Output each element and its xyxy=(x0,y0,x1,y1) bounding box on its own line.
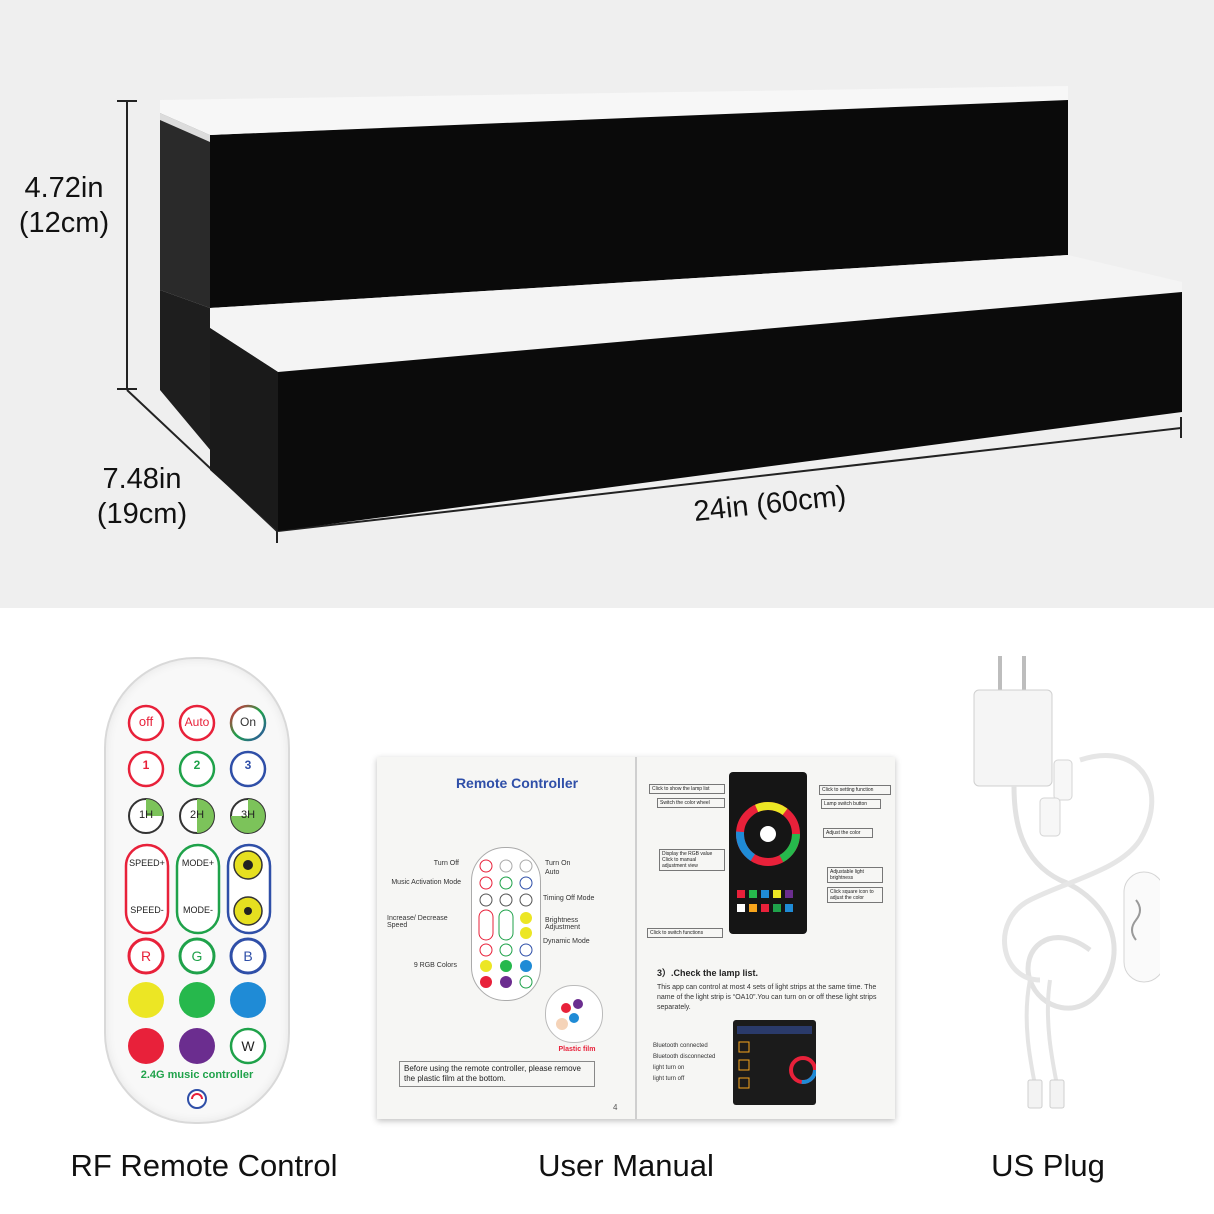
app-callout-5: Display the RGB value Click to manual ad… xyxy=(659,849,725,871)
us-plug-illustration xyxy=(973,656,1160,1109)
callout-turn-on: Turn On xyxy=(545,860,571,867)
button-off xyxy=(127,704,165,742)
manual-left-title: Remote Controller xyxy=(455,775,579,791)
depth-dimension-label: 7.48in (19cm) xyxy=(86,462,198,532)
lamp-list-screenshot xyxy=(733,1020,817,1105)
manual-section-body: This app can control at most 4 sets of l… xyxy=(657,984,877,1011)
callout-speed: Increase/ Decrease Speed xyxy=(387,915,448,929)
app-callout-6: Adjustable light brightness xyxy=(827,867,883,883)
button-off-label[interactable]: off xyxy=(138,714,154,729)
rf-remote-control: off Auto On 1 2 3 1H 2H 3H SPEED+ MODE+ … xyxy=(104,657,290,1124)
callout-auto: Auto xyxy=(545,869,560,876)
product-dimension-panel: 4.72in (12cm) 7.48in (19cm) 24in (60cm) xyxy=(0,0,1214,608)
legend-item: light turn off xyxy=(653,1076,685,1082)
manual-spine xyxy=(635,757,637,1119)
depth-in: 7.48in xyxy=(102,463,182,495)
caption-manual: User Manual xyxy=(538,1148,714,1183)
app-callout-7: Click square icon to adjust the color xyxy=(827,887,883,903)
manual-note: Before using the remote controller, plea… xyxy=(399,1061,595,1087)
timer-2h[interactable]: 2H xyxy=(189,809,205,821)
app-callout-0: Click to show the lamp list xyxy=(649,784,725,794)
plastic-film-zoom xyxy=(545,985,603,1043)
red-button[interactable]: R xyxy=(140,948,152,964)
callout-timing: Timing Off Mode xyxy=(543,895,595,902)
manual-remote-diagram xyxy=(471,847,541,1001)
caption-plug: US Plug xyxy=(991,1148,1105,1183)
callout-rgb-colors: 9 RGB Colors xyxy=(413,962,457,969)
display-shelf-illustration xyxy=(117,98,1182,543)
app-callout-2: Click to setting function xyxy=(819,785,891,795)
callout-brightness: Brightness Adjustment xyxy=(545,917,581,931)
mode-up-button[interactable]: MODE+ xyxy=(181,858,215,868)
music-mode-1[interactable]: 1 xyxy=(142,758,150,772)
app-callout-1: Switch the color wheel xyxy=(657,798,725,808)
music-mode-3[interactable]: 3 xyxy=(244,758,252,772)
depth-cm: (19cm) xyxy=(96,498,188,530)
app-callout-3: Lamp switch button xyxy=(821,799,881,809)
button-auto-label[interactable]: Auto xyxy=(184,715,210,729)
speed-down-button[interactable]: SPEED- xyxy=(130,905,164,915)
green-button[interactable]: G xyxy=(191,948,203,964)
remote-buttons xyxy=(124,704,272,1109)
callout-turn-off: Turn Off xyxy=(433,860,459,867)
speed-up-button[interactable]: SPEED+ xyxy=(129,858,165,868)
page-number: 4 xyxy=(613,1103,618,1112)
manual-section-title: 3）.Check the lamp list. xyxy=(657,968,759,978)
button-on-label[interactable]: On xyxy=(239,715,256,729)
remote-brand: 2.4G music controller xyxy=(140,1069,254,1081)
legend-item: Bluetooth connected xyxy=(653,1043,708,1049)
button-auto xyxy=(178,704,216,742)
legend-item: light turn on xyxy=(653,1065,685,1071)
music-mode-2[interactable]: 2 xyxy=(193,758,201,772)
blue-button[interactable]: B xyxy=(243,948,253,964)
caption-remote: RF Remote Control xyxy=(70,1148,338,1183)
legend-item: Bluetooth disconnected xyxy=(653,1054,716,1060)
app-screenshot xyxy=(729,772,807,934)
callout-music-mode: Music Activation Mode xyxy=(391,879,461,886)
lamp-legend: Bluetooth connected Bluetooth disconnect… xyxy=(653,1041,733,1085)
timer-1h[interactable]: 1H xyxy=(138,809,154,821)
app-callout-8: Click to switch functions xyxy=(647,928,723,938)
app-callout-4: Adjust the color xyxy=(823,828,873,838)
user-manual: Remote Controller Turn Off Music Activat… xyxy=(377,757,895,1119)
plastic-film-label: Plastic film xyxy=(558,1046,596,1053)
timer-3h[interactable]: 3H xyxy=(240,809,256,821)
button-on xyxy=(229,704,267,742)
white-button[interactable]: W xyxy=(241,1038,255,1054)
height-cm: (12cm) xyxy=(18,207,110,239)
callout-dynamic-mode: Dynamic Mode xyxy=(543,938,590,945)
mode-down-button[interactable]: MODE- xyxy=(183,905,213,915)
height-dimension-label: 4.72in (12cm) xyxy=(8,171,120,241)
height-in: 4.72in xyxy=(24,172,104,204)
